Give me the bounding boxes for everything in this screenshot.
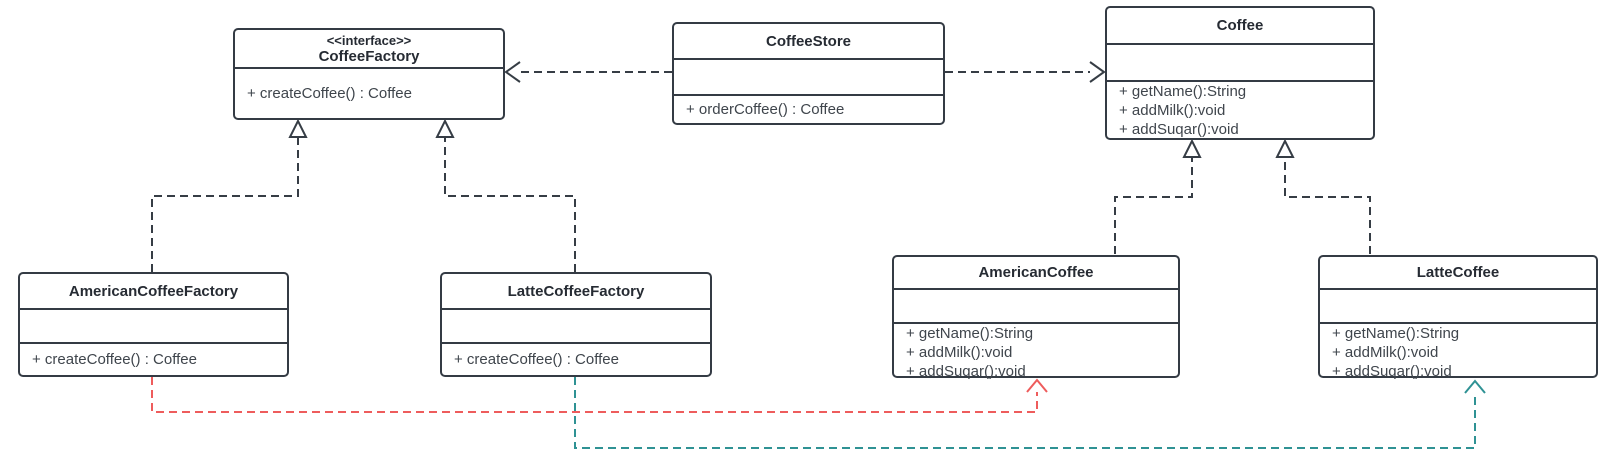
methods-compartment: + getName():String + addMilk():void + ad… bbox=[1107, 80, 1373, 139]
dependency-line-lattecoffeefactory-to-lattecoffee bbox=[574, 377, 1476, 449]
class-header: AmericanCoffee bbox=[894, 257, 1178, 288]
class-latte-coffee-factory: LatteCoffeeFactory + createCoffee() : Co… bbox=[440, 272, 712, 377]
class-name: CoffeeFactory bbox=[318, 47, 420, 65]
methods-compartment: + getName():String + addMilk():void + ad… bbox=[894, 322, 1178, 381]
class-header: LatteCoffee bbox=[1320, 257, 1596, 288]
class-name: LatteCoffeeFactory bbox=[507, 282, 645, 300]
method-label: + addSuqar():void bbox=[1119, 121, 1239, 138]
class-name: AmericanCoffeeFactory bbox=[68, 282, 239, 300]
method-label: + getName():String bbox=[906, 325, 1034, 342]
class-coffee-store: CoffeeStore + orderCoffee() : Coffee bbox=[672, 22, 945, 125]
methods-compartment: + createCoffee() : Coffee bbox=[20, 342, 287, 375]
method-label: + addMilk():void bbox=[1119, 102, 1226, 119]
realization-line-lattecoffeefactory-to-coffeefactory bbox=[444, 137, 576, 272]
class-name: LatteCoffee bbox=[1416, 264, 1500, 281]
open-arrowhead-right-icon bbox=[1089, 61, 1106, 83]
class-name: Coffee bbox=[1216, 17, 1264, 34]
method-label: + addMilk():void bbox=[1332, 344, 1439, 361]
open-arrowhead-up-red-icon bbox=[1026, 378, 1048, 393]
hollow-triangle-arrowhead-icon bbox=[1182, 138, 1202, 158]
realization-line-americancoffeefactory-to-coffeefactory bbox=[151, 137, 299, 272]
stereotype-label: <<interface>> bbox=[326, 32, 412, 48]
class-header: CoffeeStore bbox=[674, 24, 943, 58]
hollow-triangle-arrowhead-icon bbox=[435, 118, 455, 138]
class-coffee-factory: <<interface>> CoffeeFactory + createCoff… bbox=[233, 28, 505, 120]
method-label: + addSuqar():void bbox=[906, 363, 1026, 380]
method-label: + createCoffee() : Coffee bbox=[247, 85, 412, 102]
methods-compartment: + createCoffee() : Coffee bbox=[235, 67, 503, 118]
attributes-compartment bbox=[674, 58, 943, 94]
class-latte-coffee: LatteCoffee + getName():String + addMilk… bbox=[1318, 255, 1598, 381]
class-header: LatteCoffeeFactory bbox=[442, 274, 710, 308]
attributes-compartment bbox=[20, 308, 287, 342]
class-header: <<interface>> CoffeeFactory bbox=[235, 30, 503, 67]
hollow-triangle-arrowhead-icon bbox=[288, 118, 308, 138]
method-label: + addMilk():void bbox=[906, 344, 1013, 361]
realization-line-americancoffee-to-coffee bbox=[1114, 157, 1193, 254]
class-american-coffee-factory: AmericanCoffeeFactory + createCoffee() :… bbox=[18, 272, 289, 377]
dependency-line-americancoffeefactory-to-americancoffee bbox=[151, 377, 1038, 413]
open-arrowhead-left-icon bbox=[504, 61, 521, 83]
class-name: CoffeeStore bbox=[765, 32, 851, 50]
method-label: + createCoffee() : Coffee bbox=[454, 351, 619, 368]
class-coffee: Coffee + getName():String + addMilk():vo… bbox=[1105, 6, 1375, 140]
methods-compartment: + getName():String + addMilk():void + ad… bbox=[1320, 322, 1596, 381]
class-header: AmericanCoffeeFactory bbox=[20, 274, 287, 308]
attributes-compartment bbox=[442, 308, 710, 342]
method-label: + createCoffee() : Coffee bbox=[32, 351, 197, 368]
attributes-compartment bbox=[1320, 288, 1596, 322]
class-header: Coffee bbox=[1107, 8, 1373, 43]
methods-compartment: + createCoffee() : Coffee bbox=[442, 342, 710, 375]
method-label: + getName():String bbox=[1332, 325, 1460, 342]
method-label: + orderCoffee() : Coffee bbox=[686, 101, 845, 118]
hollow-triangle-arrowhead-icon bbox=[1275, 138, 1295, 158]
method-label: + getName():String bbox=[1119, 83, 1247, 100]
open-arrowhead-up-teal-icon bbox=[1464, 379, 1486, 394]
class-name: AmericanCoffee bbox=[978, 264, 1094, 281]
attributes-compartment bbox=[1107, 43, 1373, 80]
realization-line-lattecoffee-to-coffee bbox=[1284, 157, 1371, 254]
attributes-compartment bbox=[894, 288, 1178, 322]
method-label: + addSuqar():void bbox=[1332, 363, 1452, 380]
class-american-coffee: AmericanCoffee + getName():String + addM… bbox=[892, 255, 1180, 381]
methods-compartment: + orderCoffee() : Coffee bbox=[674, 94, 943, 123]
